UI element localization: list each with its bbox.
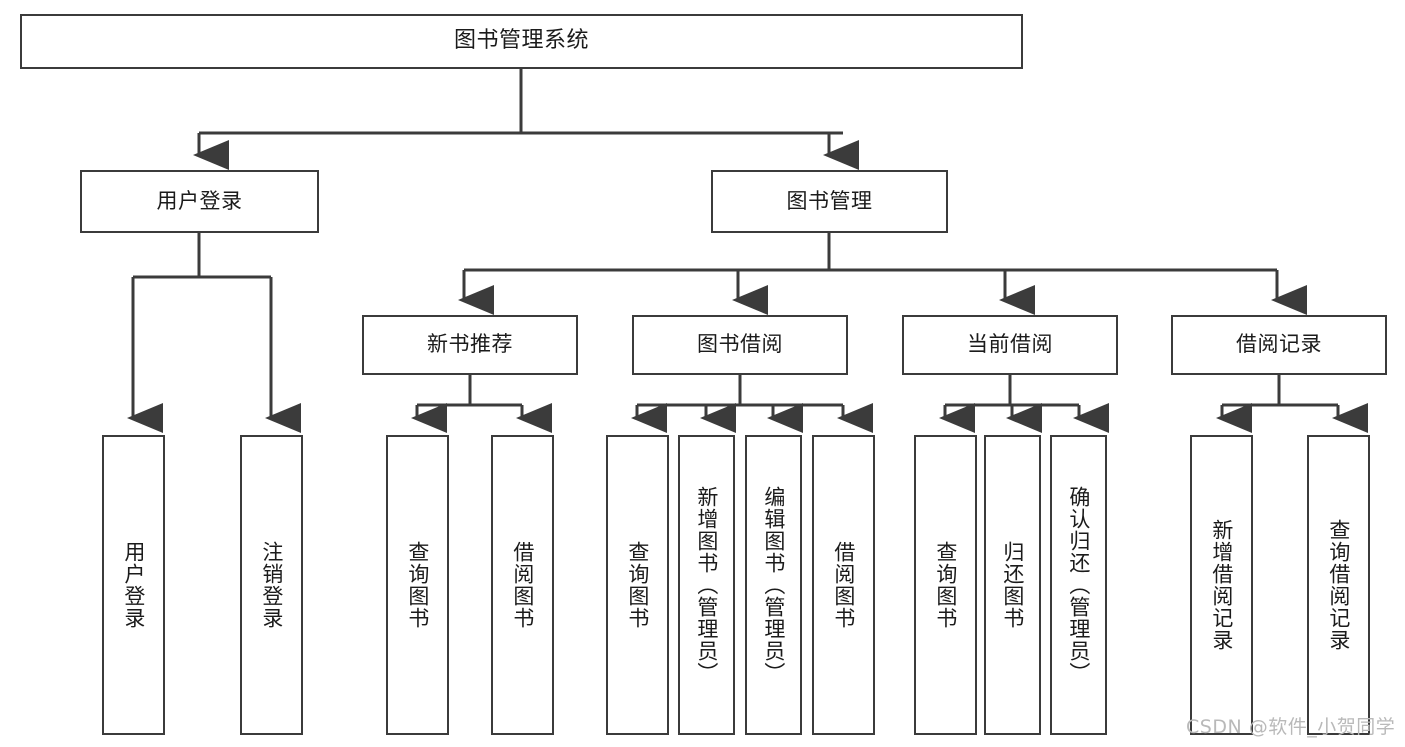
node-leaf-confirm-return[interactable]: 确认归还（管理员） xyxy=(1050,435,1107,735)
node-book-management-label: 图书管理 xyxy=(786,188,873,213)
node-book-management[interactable]: 图书管理 xyxy=(711,170,948,233)
node-book-borrow[interactable]: 图书借阅 xyxy=(632,315,848,375)
node-current-borrow-label: 当前借阅 xyxy=(967,332,1053,357)
node-user-login[interactable]: 用户登录 xyxy=(80,170,319,233)
node-borrow-record-label: 借阅记录 xyxy=(1236,332,1322,357)
node-leaf-borrow-book-2[interactable]: 借阅图书 xyxy=(812,435,875,735)
node-user-login-label: 用户登录 xyxy=(156,188,243,213)
node-leaf-user-login[interactable]: 用户登录 xyxy=(102,435,165,735)
node-leaf-edit-book-label: 编辑图书（管理员） xyxy=(761,486,786,684)
node-leaf-query-book-1[interactable]: 查询图书 xyxy=(386,435,449,735)
node-leaf-return-book[interactable]: 归还图书 xyxy=(984,435,1041,735)
node-leaf-return-book-label: 归还图书 xyxy=(1000,541,1025,629)
node-new-book-recommend[interactable]: 新书推荐 xyxy=(362,315,578,375)
node-leaf-borrow-book-2-label: 借阅图书 xyxy=(831,541,856,629)
node-leaf-query-record[interactable]: 查询借阅记录 xyxy=(1307,435,1370,735)
node-leaf-edit-book[interactable]: 编辑图书（管理员） xyxy=(745,435,802,735)
node-leaf-user-logout[interactable]: 注销登录 xyxy=(240,435,303,735)
node-leaf-query-book-3[interactable]: 查询图书 xyxy=(914,435,977,735)
node-leaf-query-book-3-label: 查询图书 xyxy=(933,541,958,629)
node-leaf-query-book-2-label: 查询图书 xyxy=(625,541,650,629)
node-book-borrow-label: 图书借阅 xyxy=(697,332,783,357)
node-new-book-recommend-label: 新书推荐 xyxy=(427,332,513,357)
node-leaf-add-record[interactable]: 新增借阅记录 xyxy=(1190,435,1253,735)
node-leaf-borrow-book-1[interactable]: 借阅图书 xyxy=(491,435,554,735)
node-leaf-query-record-label: 查询借阅记录 xyxy=(1326,519,1351,651)
node-leaf-borrow-book-1-label: 借阅图书 xyxy=(510,541,535,629)
node-root[interactable]: 图书管理系统 xyxy=(20,14,1023,69)
node-leaf-add-book-label: 新增图书（管理员） xyxy=(694,486,719,684)
node-leaf-user-logout-label: 注销登录 xyxy=(259,541,284,629)
node-leaf-add-book[interactable]: 新增图书（管理员） xyxy=(678,435,735,735)
node-leaf-confirm-return-label: 确认归还（管理员） xyxy=(1066,486,1091,684)
node-root-label: 图书管理系统 xyxy=(453,28,589,54)
node-leaf-user-login-label: 用户登录 xyxy=(121,541,146,629)
csdn-watermark: CSDN @软件_小贺同学 xyxy=(1186,716,1396,738)
node-current-borrow[interactable]: 当前借阅 xyxy=(902,315,1118,375)
node-leaf-query-book-2[interactable]: 查询图书 xyxy=(606,435,669,735)
node-leaf-query-book-1-label: 查询图书 xyxy=(405,541,430,629)
node-borrow-record[interactable]: 借阅记录 xyxy=(1171,315,1387,375)
node-leaf-add-record-label: 新增借阅记录 xyxy=(1209,519,1234,651)
